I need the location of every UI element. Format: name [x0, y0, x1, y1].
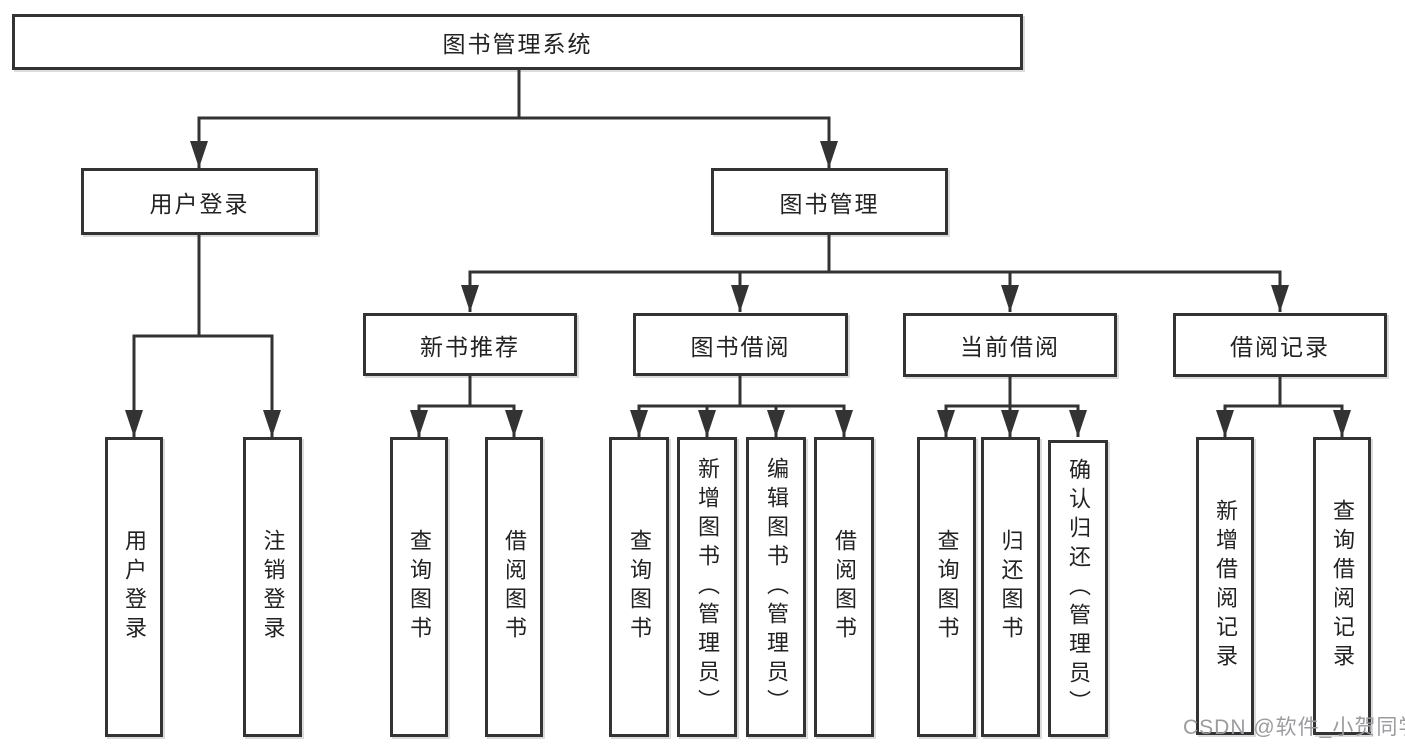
arrowhead-icon	[835, 410, 853, 437]
arrowhead-icon	[1216, 410, 1234, 437]
node-root: 图书管理系统	[12, 14, 1023, 70]
arrowhead-icon	[410, 410, 428, 437]
arrowhead-icon	[1271, 285, 1289, 312]
leaf-confirm-return-admin: 确认归还（管理员）	[1048, 440, 1108, 737]
leaf-logout-login: 注销登录	[243, 437, 302, 737]
csdn-watermark: CSDN @软件_小贺同学	[1183, 716, 1405, 739]
arrowhead-icon	[1333, 410, 1351, 437]
leaf-query-books-current: 查询图书	[917, 437, 976, 737]
arrowhead-icon	[630, 410, 648, 437]
leaf-return-books: 归还图书	[981, 437, 1040, 737]
connector-current-borrow	[937, 377, 1087, 437]
arrowhead-icon	[1069, 410, 1087, 437]
leaf-query-books-recommend: 查询图书	[390, 437, 448, 737]
arrowhead-icon	[767, 410, 785, 437]
arrowhead-icon	[263, 410, 281, 437]
arrowhead-icon	[820, 141, 838, 168]
arrowhead-icon	[1001, 285, 1019, 312]
leaf-add-borrow-record: 新增借阅记录	[1196, 437, 1254, 735]
leaf-query-borrow-record: 查询借阅记录	[1313, 437, 1371, 735]
node-new-book-recommend: 新书推荐	[363, 313, 577, 376]
arrowhead-icon	[1001, 410, 1019, 437]
node-book-borrow: 图书借阅	[633, 313, 848, 376]
arrowhead-icon	[125, 410, 143, 437]
arrowhead-icon	[731, 285, 749, 312]
connector-root	[190, 69, 838, 168]
arrowhead-icon	[937, 410, 955, 437]
node-borrow-record: 借阅记录	[1173, 313, 1387, 377]
connector-user-login	[125, 235, 281, 437]
leaf-borrow-books-recommend: 借阅图书	[485, 437, 543, 737]
leaf-add-books-admin: 新增图书（管理员）	[677, 437, 737, 737]
connector-borrow-record	[1216, 377, 1351, 437]
connector-new-book	[410, 375, 523, 437]
leaf-user-login: 用户登录	[105, 437, 163, 737]
connector-book-mgmt	[461, 235, 1289, 312]
connector-book-borrow	[630, 375, 853, 437]
arrowhead-icon	[190, 141, 208, 168]
leaf-borrow-books: 借阅图书	[814, 437, 874, 737]
node-book-mgmt: 图书管理	[711, 168, 948, 235]
node-user-login: 用户登录	[81, 168, 318, 235]
node-current-borrow: 当前借阅	[903, 313, 1117, 377]
leaf-query-books-borrow: 查询图书	[609, 437, 669, 737]
leaf-edit-books-admin: 编辑图书（管理员）	[746, 437, 806, 737]
arrowhead-icon	[505, 410, 523, 437]
arrowhead-icon	[461, 285, 479, 312]
arrowhead-icon	[698, 410, 716, 437]
